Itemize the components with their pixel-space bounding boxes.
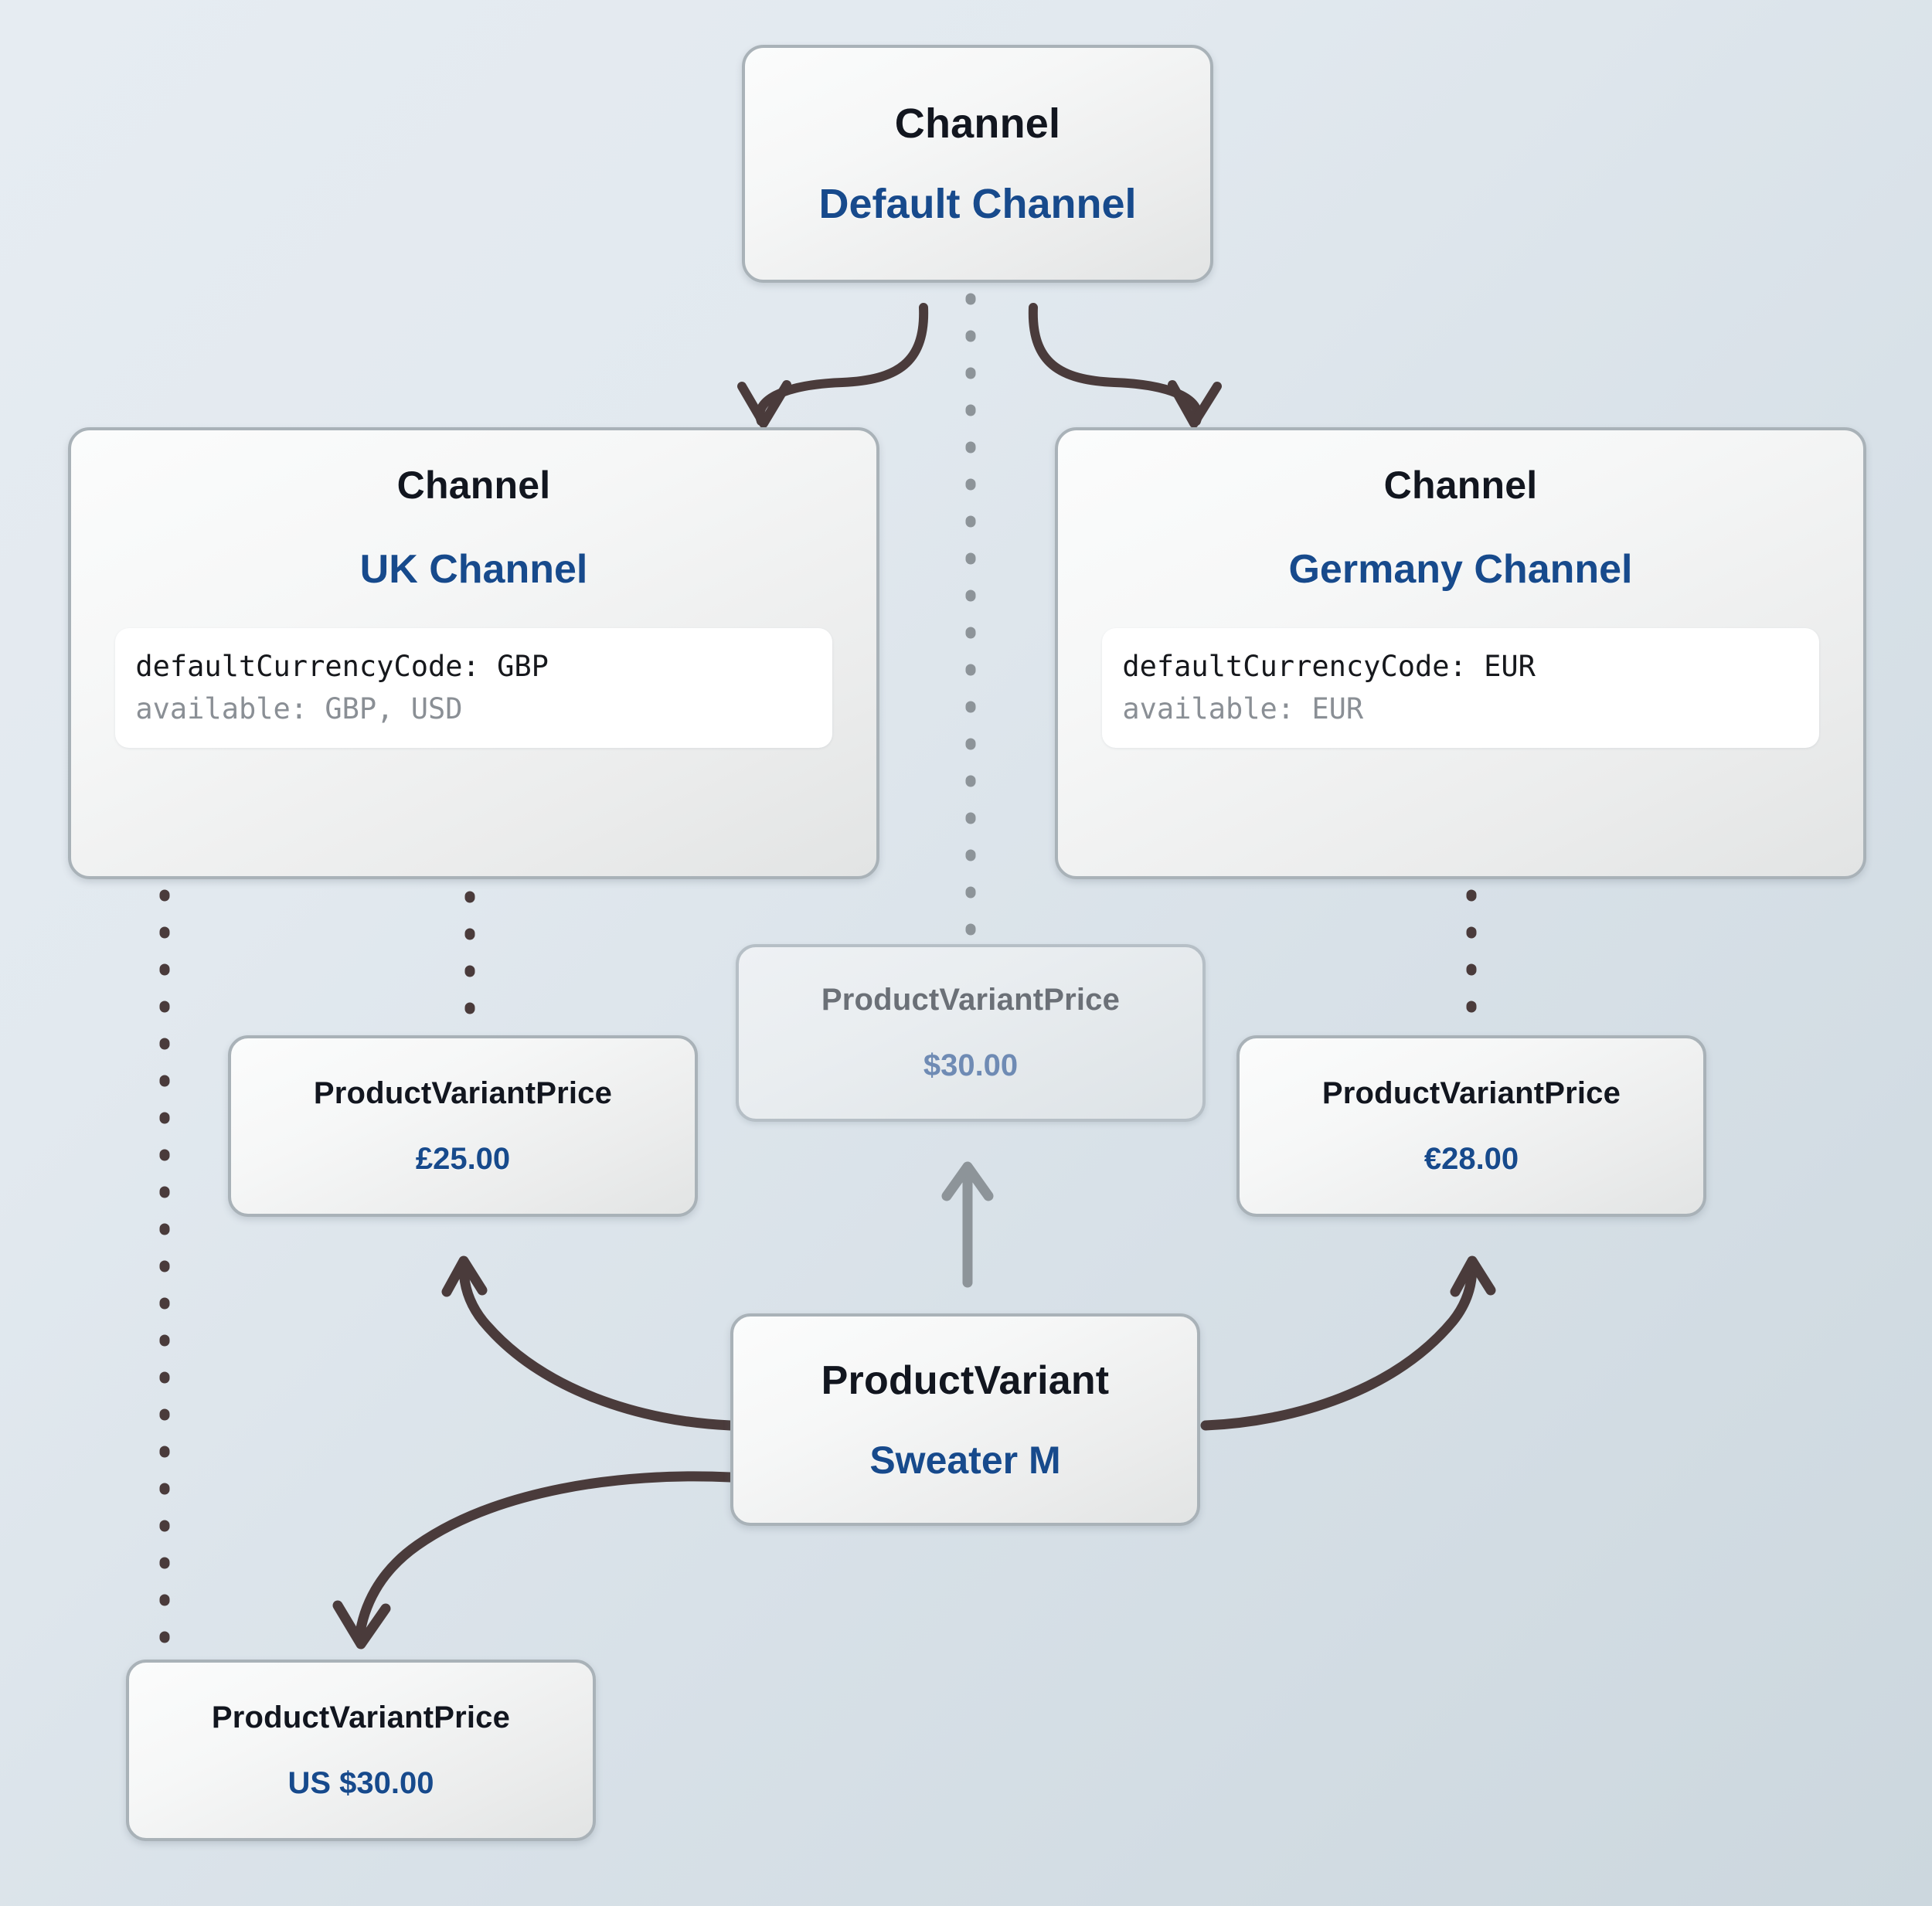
available-currencies-line: available: EUR [1122, 692, 1364, 726]
node-value-label: Sweater M [869, 1438, 1061, 1482]
node-product-variant-price-usd[interactable]: ProductVariantPrice US $30.00 [126, 1660, 596, 1841]
node-product-variant-price-usd-ghost[interactable]: ProductVariantPrice $30.00 [736, 944, 1206, 1122]
node-default-channel[interactable]: Channel Default Channel [742, 45, 1213, 283]
node-type-label: Channel [396, 464, 551, 507]
node-uk-channel[interactable]: Channel UK Channel defaultCurrencyCode: … [68, 427, 879, 879]
node-value-label: US $30.00 [287, 1765, 434, 1800]
node-type-label: ProductVariantPrice [211, 1700, 511, 1734]
node-type-label: Channel [1383, 464, 1538, 507]
node-value-label: $30.00 [923, 1048, 1019, 1082]
available-currencies-line: available: GBP, USD [135, 692, 463, 726]
edge-variant-to-ghost-price [941, 1161, 994, 1288]
node-product-variant-price-gbp[interactable]: ProductVariantPrice £25.00 [228, 1035, 698, 1217]
node-value-label: Germany Channel [1288, 547, 1633, 592]
germany-channel-currency-codeblock: defaultCurrencyCode: EUR available: EUR [1102, 628, 1819, 748]
default-currency-code-line: defaultCurrencyCode: GBP [135, 650, 549, 683]
edge-variant-to-eur [1200, 1255, 1496, 1431]
node-type-label: ProductVariant [821, 1357, 1110, 1403]
node-type-label: ProductVariantPrice [821, 983, 1121, 1017]
node-value-label: €28.00 [1423, 1141, 1519, 1176]
default-currency-code-line: defaultCurrencyCode: EUR [1122, 650, 1536, 683]
node-type-label: ProductVariantPrice [1321, 1075, 1621, 1110]
node-value-label: UK Channel [359, 547, 588, 592]
edge-default-to-uk [737, 303, 929, 428]
node-value-label: £25.00 [415, 1141, 511, 1176]
node-type-label: ProductVariantPrice [313, 1075, 613, 1110]
node-value-label: Default Channel [818, 181, 1137, 227]
node-type-label: Channel [894, 100, 1061, 147]
node-germany-channel[interactable]: Channel Germany Channel defaultCurrencyC… [1055, 427, 1866, 879]
edge-variant-to-gbp [441, 1255, 736, 1431]
edge-default-to-germany [1028, 303, 1222, 428]
uk-channel-currency-codeblock: defaultCurrencyCode: GBP available: GBP,… [115, 628, 832, 748]
node-product-variant-price-eur[interactable]: ProductVariantPrice €28.00 [1236, 1035, 1706, 1217]
edge-variant-to-usd [332, 1471, 736, 1649]
node-product-variant[interactable]: ProductVariant Sweater M [730, 1313, 1200, 1526]
